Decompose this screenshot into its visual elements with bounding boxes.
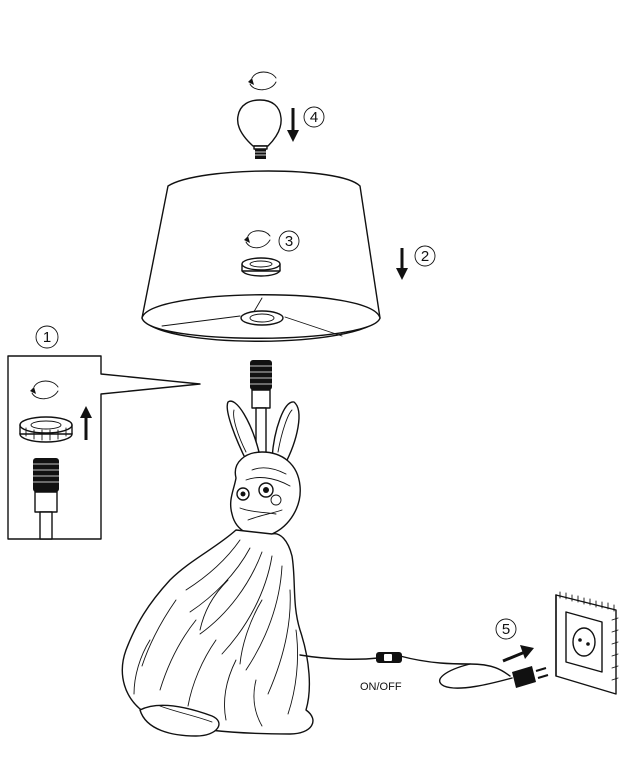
power-cord [299,654,513,689]
step-badge-5 [495,618,517,640]
rotate-icon-step4 [248,71,277,91]
rabbit-lamp-base [121,400,314,737]
step-number-4: 4 [310,109,318,126]
step-number-5: 5 [502,621,510,638]
rotate-icon-step3 [244,230,271,249]
light-bulb [236,99,282,159]
step-number-3: 3 [285,233,293,250]
on-off-switch [376,652,402,663]
inset-ring [19,416,73,443]
plug [512,666,549,688]
step-number-1: 1 [43,329,51,346]
arrow-up-icon-step1 [80,406,92,440]
detail-inset [7,355,201,540]
step-badge-1 [35,325,59,349]
shade-ring [241,257,281,277]
lamp-shade [141,170,381,342]
step-badge-4 [303,106,325,128]
lamp-socket [250,360,272,461]
step-number-2: 2 [421,248,429,265]
wall-outlet [555,591,619,695]
arrow-down-icon-step4 [287,108,299,142]
arrow-down-icon-step2 [396,248,408,280]
step-badge-2 [414,245,436,267]
switch-label: ON/OFF [360,681,402,693]
step-badge-3 [278,230,300,252]
arrow-right-icon-step5 [502,645,534,663]
inset-socket [33,458,59,540]
rotate-icon-step1 [30,380,59,400]
